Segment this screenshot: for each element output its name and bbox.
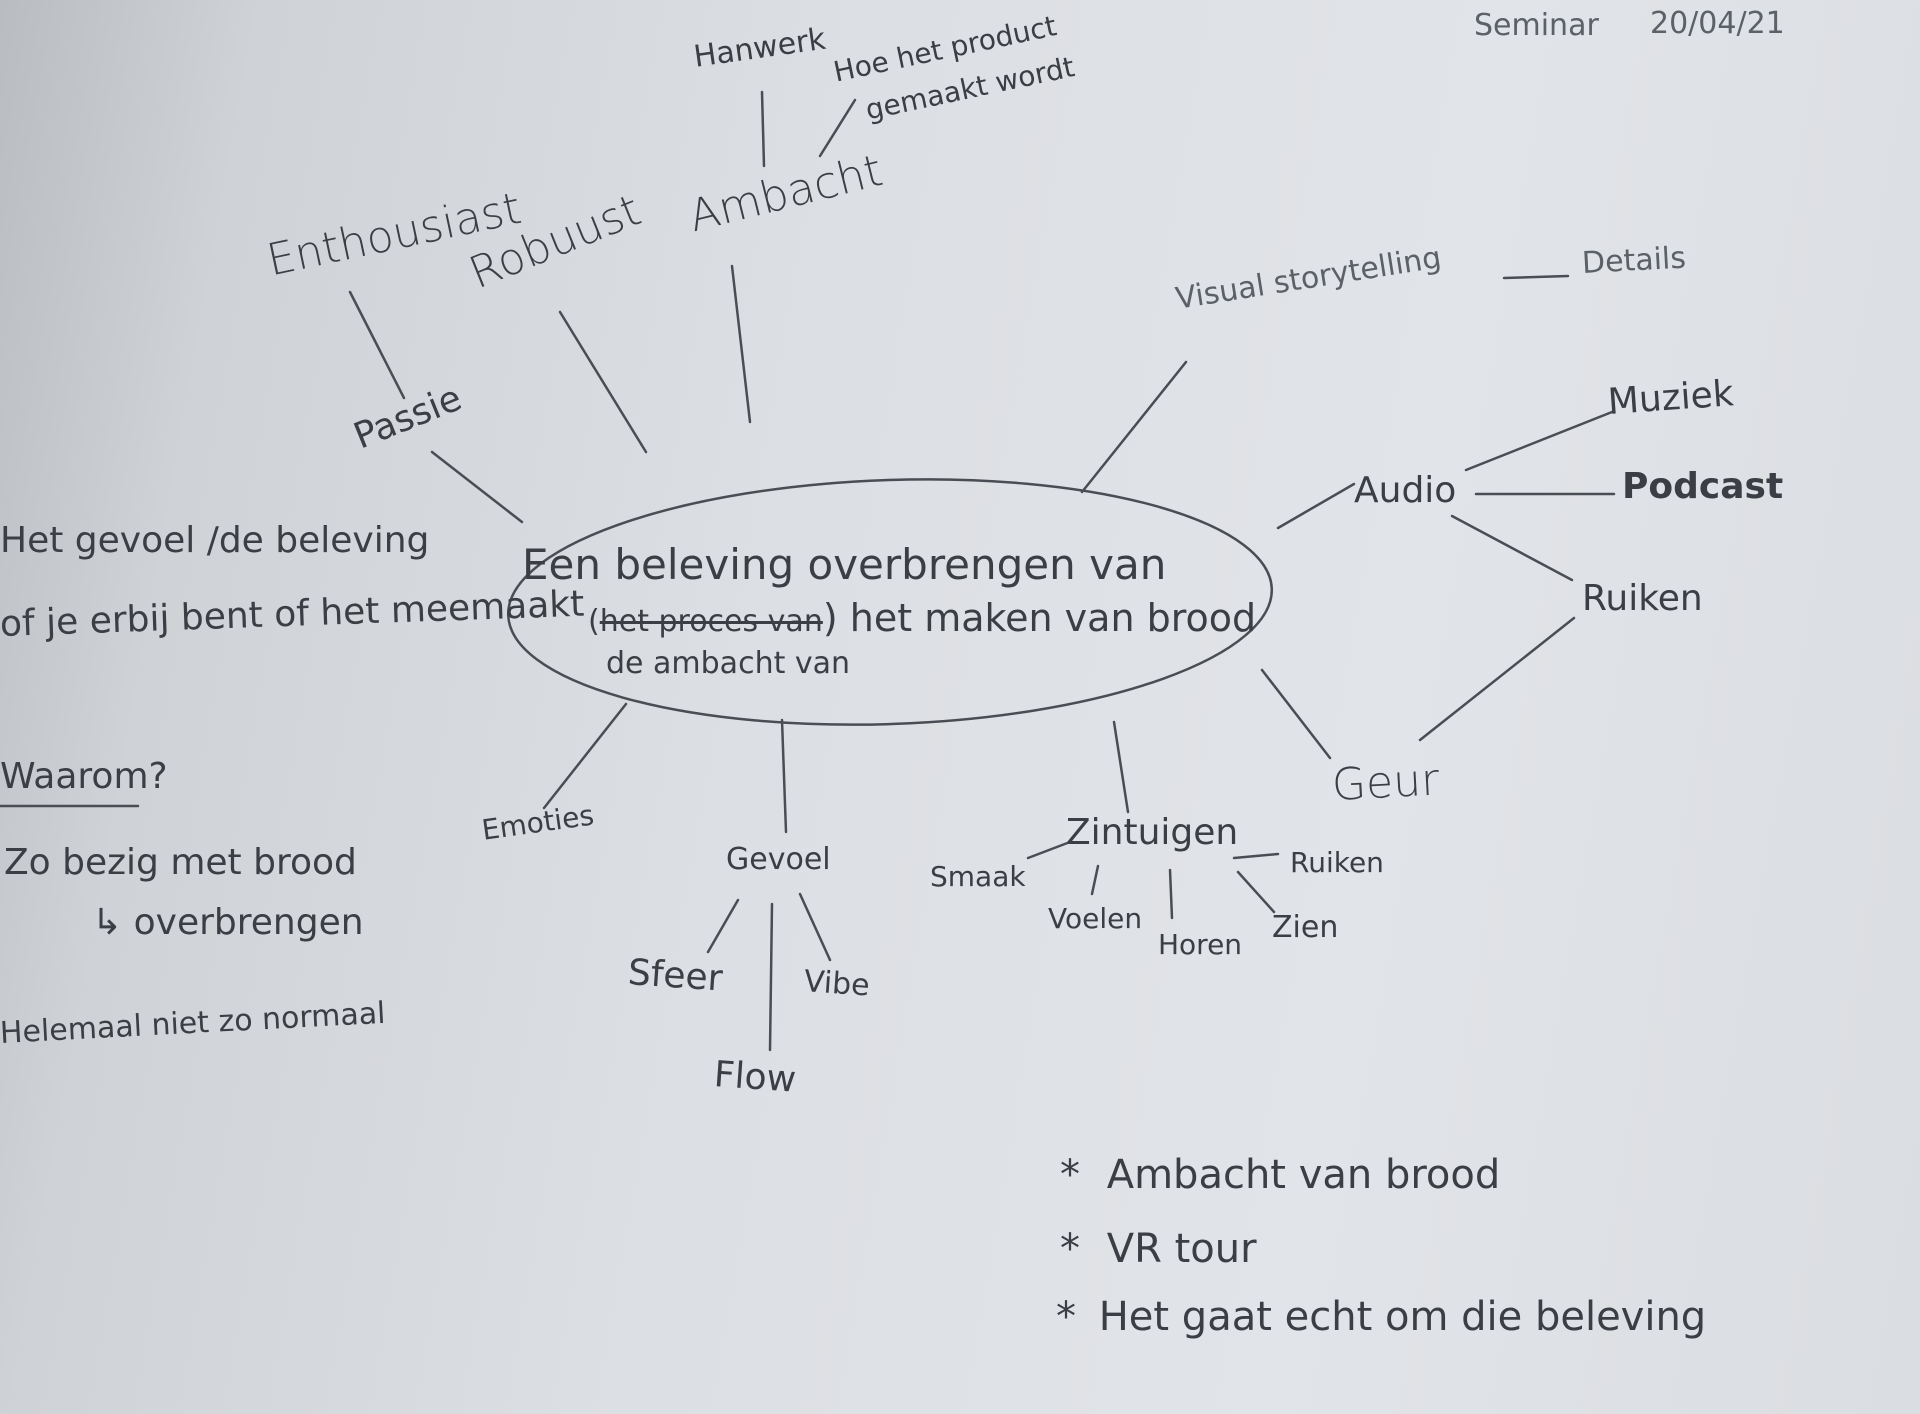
center-struck-text: het proces van [599,604,823,639]
bullet-item-1: * Ambacht van brood [1060,1152,1500,1198]
node-vibe: Vibe [802,964,871,1004]
line-details [1502,274,1570,280]
note-overbrengen: ↳ overbrengen [92,902,364,943]
line-zien [1236,870,1276,914]
node-zien: Zien [1272,910,1339,945]
bullet-item-2: * VR tour [1060,1226,1257,1272]
line-passie [430,450,524,524]
line-horen [1168,868,1174,920]
node-details: Details [1581,240,1687,281]
center-line-2-rest: ) het maken van brood [822,596,1257,640]
node-zintuigen: Zintuigen [1066,812,1239,853]
node-smaak: Smaak [930,860,1026,893]
node-voelen: Voelen [1048,902,1143,935]
line-sfeer [706,898,740,954]
center-ellipse [506,478,1274,726]
arrow-icon: ↳ [92,902,123,943]
line-robuust [558,310,648,454]
node-gevoel: Gevoel [726,842,831,877]
bullet-text-3: Het gaat echt om die beleving [1098,1294,1707,1340]
asterisk-icon: * [1060,1226,1080,1272]
note-het-gevoel: Het gevoel /de beleving [0,520,430,561]
line-smaak [1026,840,1072,860]
node-sfeer: Sfeer [626,952,724,1000]
center-paren: ( [588,604,600,639]
header-seminar: Seminar [1474,8,1599,43]
line-ambacht [730,264,752,424]
node-audio: Audio [1354,470,1457,511]
header-date: 20/04/21 [1650,6,1785,41]
bullet-item-3: * Het gaat echt om die beleving [1056,1294,1706,1340]
center-line-2: (het proces van) het maken van brood [588,596,1256,640]
line-flow [768,902,774,1052]
center-line-1: Een beleving overbrengen van [522,540,1167,589]
note-overbrengen-text: overbrengen [133,902,364,943]
node-flow: Flow [712,1054,798,1101]
line-hanwerk [760,90,766,168]
note-zo-bezig: Zo bezig met brood [4,842,357,883]
line-geur [1260,668,1332,760]
node-geur: Geur [1330,754,1441,811]
node-podcast: Podcast [1622,466,1784,507]
center-line-3: de ambacht van [606,646,851,681]
line-visual [1080,360,1188,494]
note-waarom: Waarom? [0,756,168,797]
node-horen: Horen [1158,928,1243,961]
line-ruiken [1450,514,1574,582]
line-ruiken-geur [1418,616,1576,742]
line-enthousiast [348,290,406,400]
line-muziek [1464,410,1614,472]
node-ruiken-2: Ruiken [1290,846,1384,879]
line-ruiken2 [1232,852,1280,860]
asterisk-icon: * [1056,1294,1076,1340]
asterisk-icon: * [1060,1152,1080,1198]
line-emoties [542,702,628,810]
node-muziek: Muziek [1606,373,1735,423]
node-ruiken: Ruiken [1582,578,1703,619]
line-voelen [1090,864,1100,896]
line-zintuigen [1112,720,1130,814]
bullet-text-2: VR tour [1106,1226,1257,1272]
line-audio [1276,482,1356,530]
bullet-text-1: Ambacht van brood [1106,1152,1501,1198]
line-gevoel [780,718,788,834]
line-hoe [818,98,857,158]
line-vibe [798,892,832,962]
